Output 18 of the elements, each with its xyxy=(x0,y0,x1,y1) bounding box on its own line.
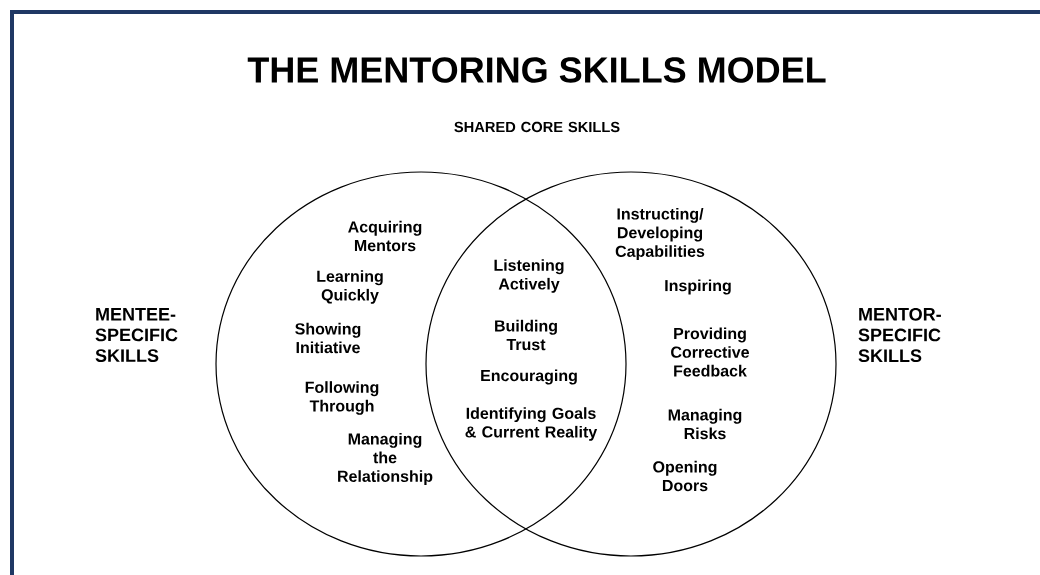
skill-text: Listening Actively xyxy=(494,259,564,293)
skill-text: Instructing/ Developing Capabilities xyxy=(615,207,705,261)
skill-text: Building Trust xyxy=(495,319,557,351)
skill-text: Managing Risks xyxy=(668,408,742,440)
skill-text: Showing Initiative xyxy=(295,322,361,354)
side-heading: MENTEE-SPECIFIC SKILLS xyxy=(95,308,178,362)
side-heading: MENTOR-SPECIFIC SKILLS xyxy=(858,307,941,363)
skill-text: Following Through xyxy=(305,381,379,415)
skill-text: Encouraging xyxy=(481,369,577,385)
skill-text: Managing the Relationship xyxy=(338,432,433,486)
skill-text: Inspiring xyxy=(665,279,731,295)
skill-text: Acquiring Mentors xyxy=(348,220,422,252)
skill-text: Learning Quickly xyxy=(317,270,383,304)
title: THE MENTORING SKILLS MODEL xyxy=(247,57,826,83)
skill-text: Opening Doors xyxy=(653,460,717,492)
skill-text: Identifying Goals & Current Reality xyxy=(465,407,598,441)
skill-text: Providing Corrective Feedback xyxy=(671,327,749,377)
heading: SHARED CORE SKILLS xyxy=(454,121,620,133)
